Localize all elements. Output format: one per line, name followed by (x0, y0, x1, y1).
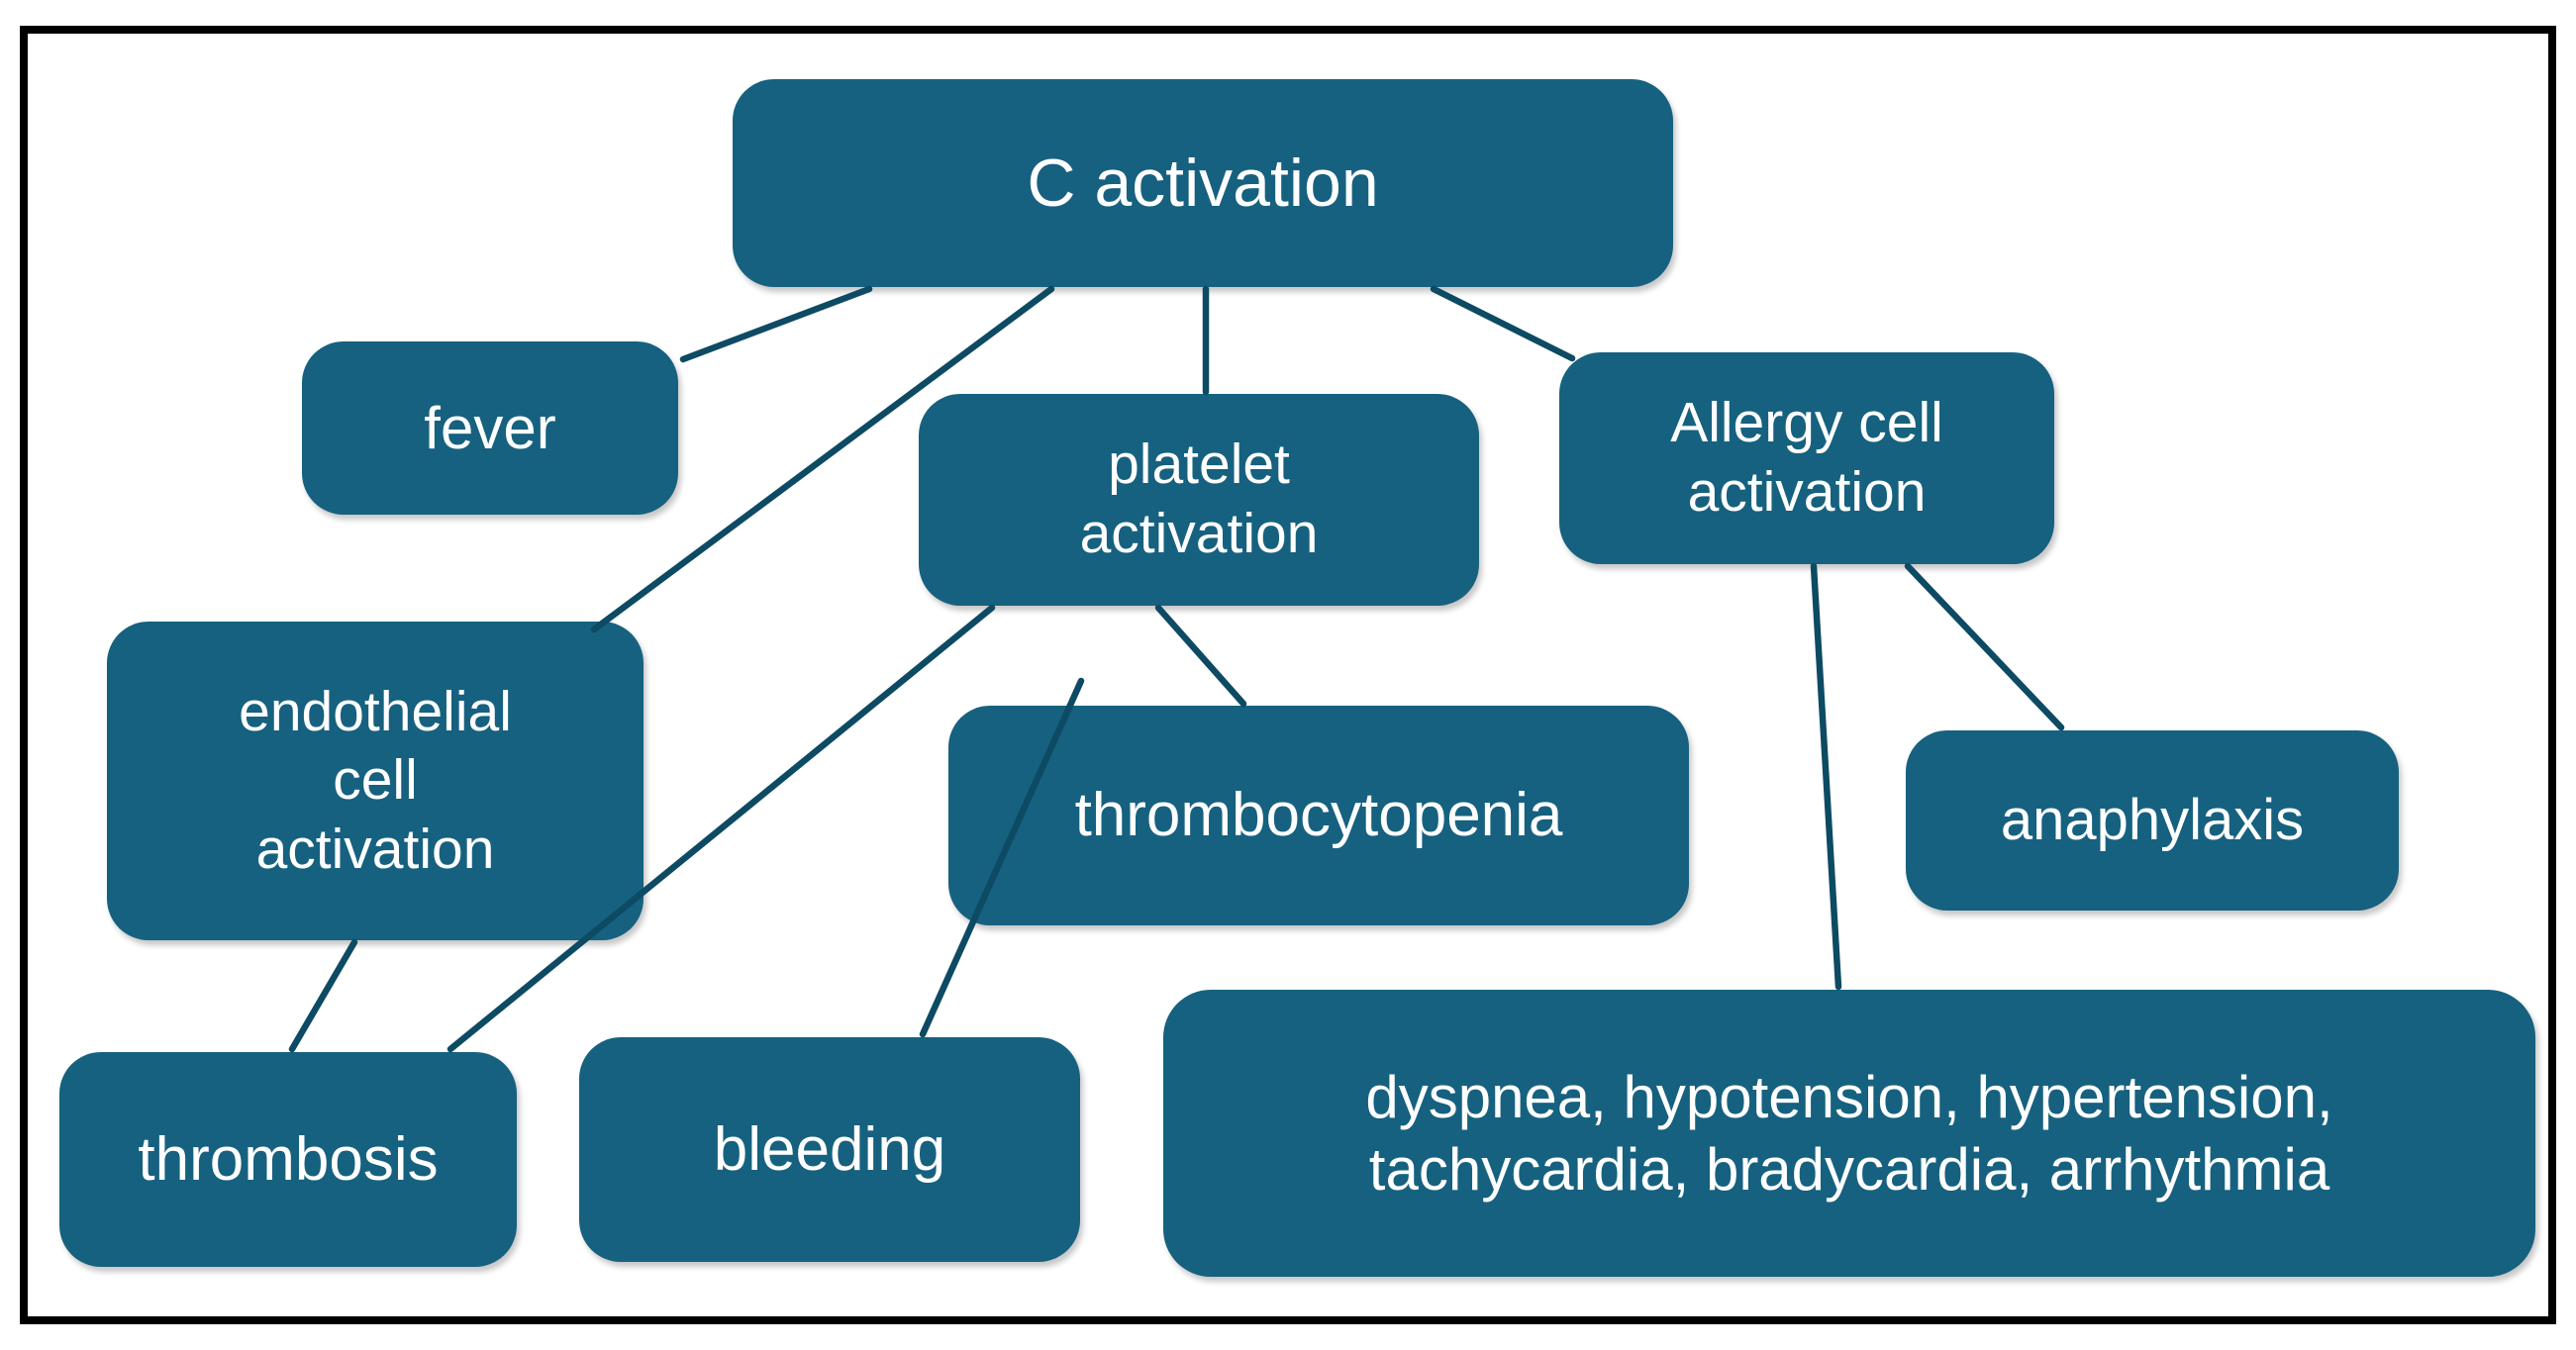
node-allergy-cell-activation-label-line1: Allergy cell (1670, 391, 1943, 455)
node-allergy-cell-activation-label-line2: activation (1687, 460, 1927, 524)
outer-border-frame (20, 26, 2556, 1324)
node-endothelial-label-line2: cell (333, 748, 418, 813)
node-thrombocytopenia: thrombocytopenia (948, 706, 1689, 925)
node-symptoms-list: dyspnea, hypotension, hypertension, tach… (1163, 990, 2535, 1277)
node-platelet-activation-label-line2: activation (1079, 502, 1319, 565)
node-thrombosis: thrombosis (59, 1052, 517, 1267)
node-anaphylaxis-label: anaphylaxis (2000, 787, 2305, 852)
node-symptoms-label-line1: dyspnea, hypotension, hypertension, (1365, 1063, 2333, 1130)
node-bleeding: bleeding (579, 1037, 1080, 1262)
node-c-activation-label: C activation (1027, 145, 1379, 221)
node-fever: fever (302, 341, 678, 515)
node-anaphylaxis: anaphylaxis (1906, 730, 2399, 911)
node-thrombosis-label: thrombosis (138, 1124, 439, 1194)
node-endothelial-label-line3: activation (255, 817, 495, 881)
node-fever-label: fever (424, 394, 556, 461)
node-symptoms-label-line2: tachycardia, bradycardia, arrhythmia (1368, 1136, 2330, 1203)
node-c-activation: C activation (733, 79, 1673, 287)
node-endothelial-cell-activation: endothelial cell activation (107, 622, 644, 940)
node-bleeding-label: bleeding (713, 1114, 946, 1184)
node-thrombocytopenia-label: thrombocytopenia (1074, 781, 1563, 850)
node-endothelial-label-line1: endothelial (239, 679, 512, 743)
node-platelet-activation: platelet activation (919, 394, 1479, 606)
node-allergy-cell-activation: Allergy cell activation (1559, 352, 2054, 564)
node-platelet-activation-label-line1: platelet (1108, 433, 1290, 497)
